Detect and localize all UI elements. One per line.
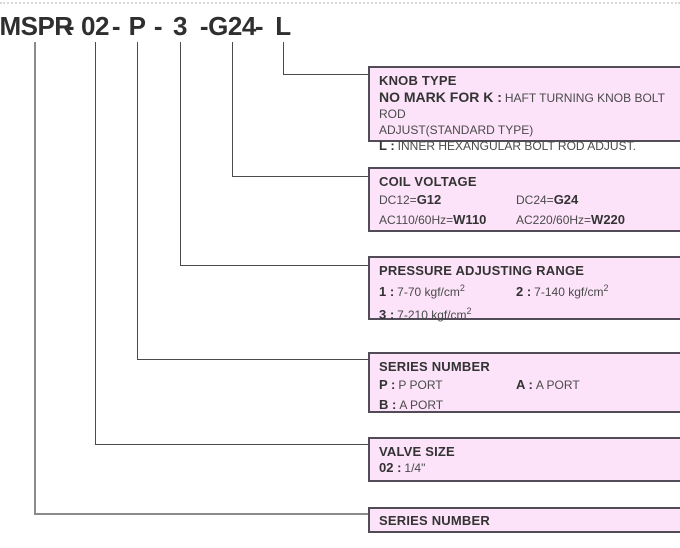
connector-knob-type	[283, 42, 369, 75]
knob-type-title: KNOB TYPE	[379, 73, 457, 88]
coil-voltage-title: COIL VOLTAGE	[379, 174, 477, 189]
pressure-range-box: PRESSURE ADJUSTING RANGE 1 :7-70 kgf/cm2…	[368, 256, 680, 322]
pressure-range-entry: 3 :7-210 kgf/cm2	[379, 306, 472, 322]
coil-voltage-table: DC12=G12 DC24=G24 AC110/60Hz=W110 AC220/…	[379, 190, 676, 230]
code-separator: -	[111, 11, 121, 41]
series-number-box: SERIES NUMBER	[368, 507, 680, 533]
code-segment-series: MSPR	[0, 11, 73, 41]
connector-pressure-range	[180, 42, 369, 266]
valve-size-box: VALVE SIZE 02 :1/4"	[368, 437, 680, 482]
connector-port	[137, 42, 369, 360]
port-entry: A :A PORT	[516, 377, 580, 392]
valve-size-entry: 02 :1/4"	[379, 460, 426, 475]
code-segment-valve-size: 02	[81, 11, 109, 41]
code-separator: -	[65, 11, 75, 41]
code-segment-port: P	[128, 11, 146, 41]
knob-type-key-nomark: NO MARK FOR K :	[379, 89, 502, 105]
pressure-range-entry: 2 :7-140 kgf/cm2	[516, 283, 609, 299]
code-separator: -	[153, 11, 163, 41]
coil-voltage-entry: DC24=G24	[516, 192, 579, 207]
knob-type-desc-3: INNER HEXANGULAR BOLT ROD ADJUST.	[397, 139, 636, 153]
code-separator: -	[254, 11, 264, 41]
series-number-port-table: P :P PORT A :A PORT B :A PORT	[379, 375, 676, 415]
code-segment-pressure: 3	[173, 11, 187, 41]
code-segment-knob: L	[275, 11, 291, 41]
pressure-range-entry: 1 :7-70 kgf/cm2	[379, 283, 465, 299]
valve-size-title: VALVE SIZE	[379, 444, 455, 459]
knob-type-line-3: L :INNER HEXANGULAR BOLT ROD ADJUST.	[379, 138, 676, 154]
series-number-title: SERIES NUMBER	[379, 513, 490, 528]
port-entry: B :A PORT	[379, 397, 444, 412]
top-dotted-divider	[0, 2, 680, 4]
coil-voltage-entry: AC220/60Hz=W220	[516, 212, 626, 227]
knob-type-desc-1: HAFT TURNING KNOB BOLT ROD	[379, 91, 665, 121]
code-separator: -	[199, 11, 209, 41]
port-entry: P :P PORT	[379, 377, 443, 392]
connector-valve-size	[95, 42, 369, 445]
knob-type-box: KNOB TYPE NO MARK FOR K :HAFT TURNING KN…	[368, 66, 680, 153]
pressure-range-table: 1 :7-70 kgf/cm2 2 :7-140 kgf/cm2 3 :7-21…	[379, 279, 676, 325]
connector-coil-voltage	[232, 42, 369, 177]
series-number-port-box: SERIES NUMBER P :P PORT A :A PORT B :A P…	[368, 352, 680, 413]
coil-voltage-entry: AC110/60Hz=W110	[379, 212, 487, 227]
pressure-range-title: PRESSURE ADJUSTING RANGE	[379, 263, 585, 278]
connector-series-number	[34, 42, 370, 515]
knob-type-line-2: ADJUST(STANDARD TYPE)	[379, 123, 534, 137]
series-number-port-title: SERIES NUMBER	[379, 359, 490, 374]
coil-voltage-box: COIL VOLTAGE DC12=G12 DC24=G24 AC110/60H…	[368, 167, 680, 232]
code-segment-voltage: G24	[208, 11, 256, 41]
knob-type-line-1: NO MARK FOR K :HAFT TURNING KNOB BOLT RO…	[379, 89, 676, 122]
knob-type-key-l: L :	[379, 138, 395, 153]
coil-voltage-entry: DC12=G12	[379, 192, 442, 207]
